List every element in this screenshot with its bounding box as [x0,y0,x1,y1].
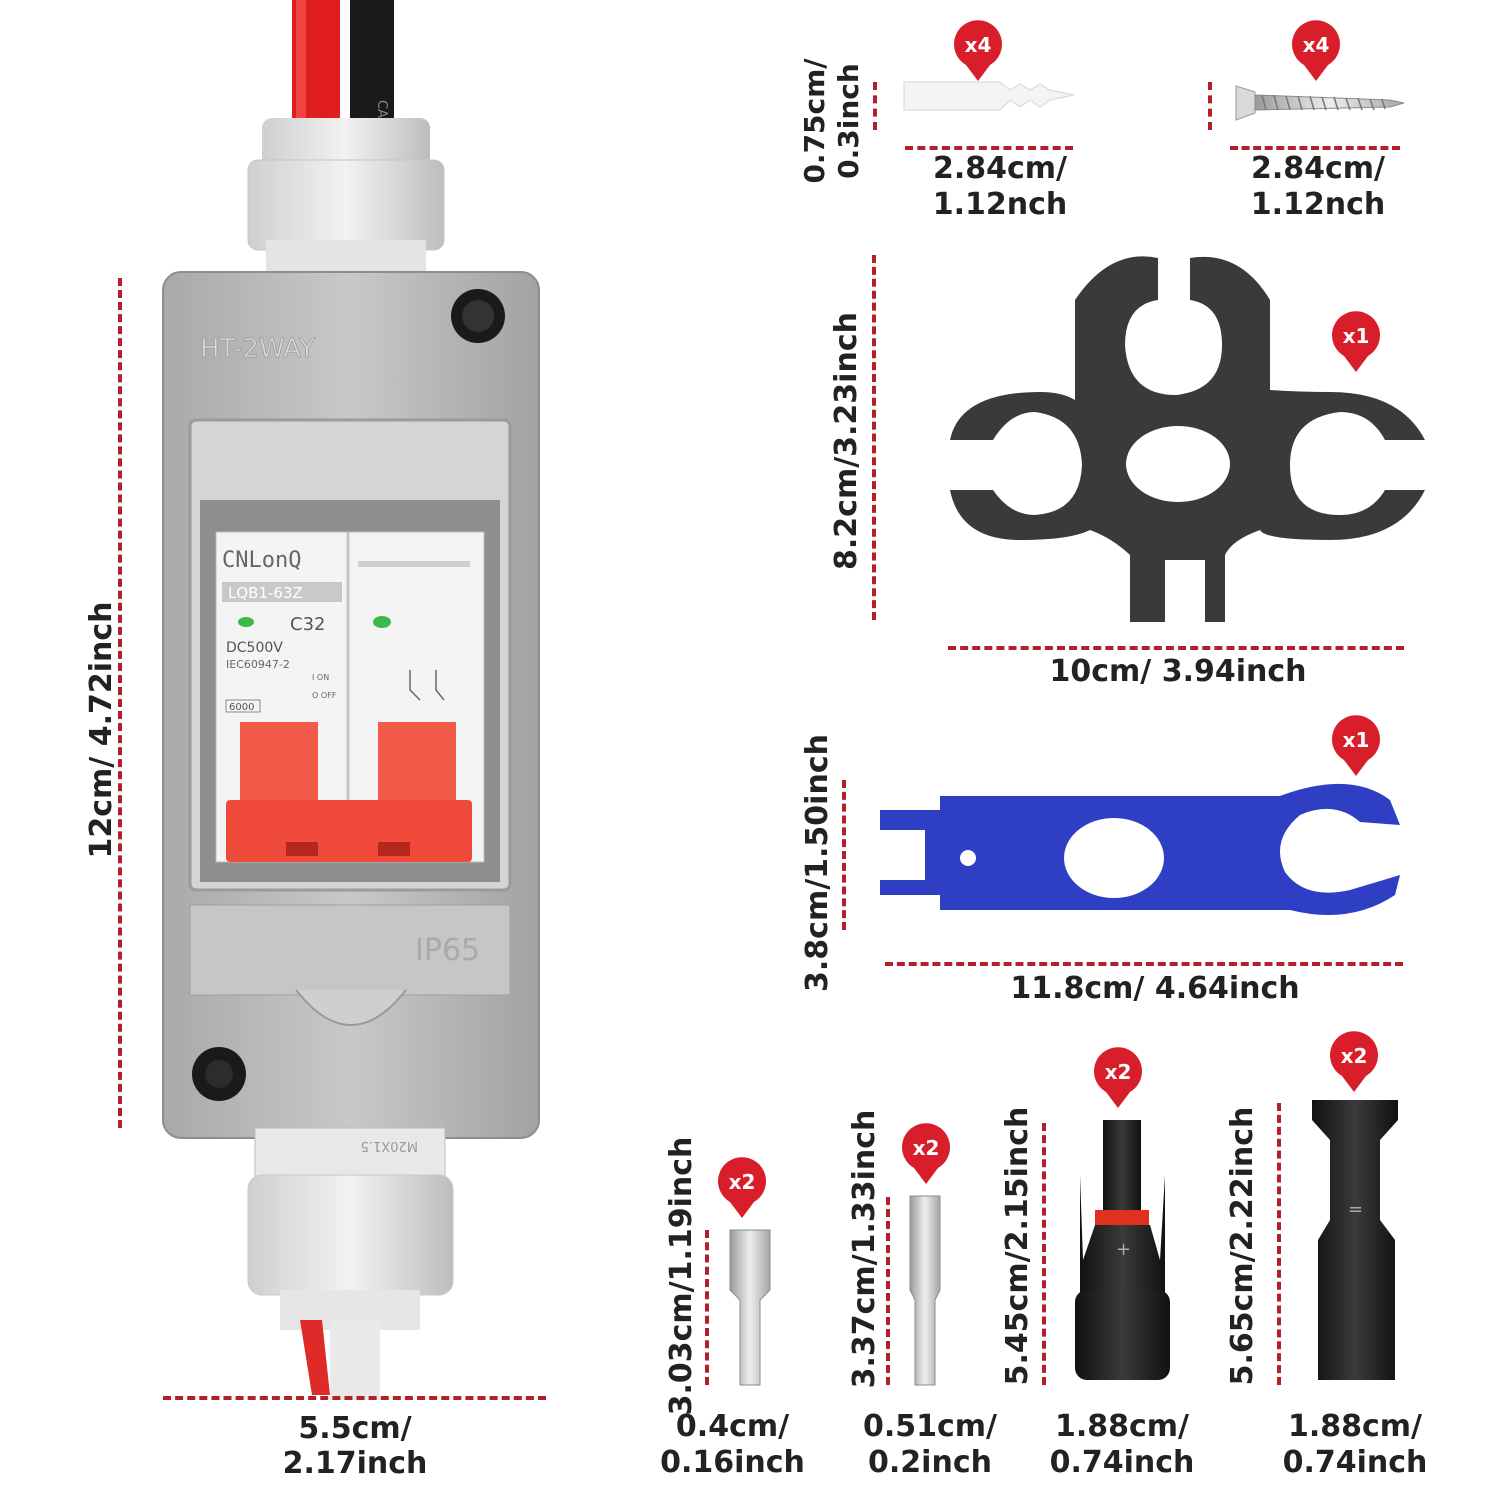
black-spanner [950,256,1425,622]
svg-text:C32: C32 [290,614,325,635]
svg-text:x1: x1 [1343,728,1370,752]
svg-text:O OFF: O OFF [312,691,337,700]
pin-small-width-label-2: 0.16inch [660,1445,805,1480]
black-spanner-height-label: 8.2cm/3.23inch [829,312,864,570]
pin-large-width-label-2: 0.2inch [868,1445,992,1480]
blue-spanner [880,783,1400,915]
box-height-label: 12cm/ 4.72inch [84,601,119,859]
svg-text:x2: x2 [1105,1060,1132,1084]
crimp-pin-small [729,1229,771,1386]
anchor-height-line [873,82,877,130]
blue-spanner-width-label: 11.8cm/ 4.64inch [1010,971,1300,1006]
svg-text:M20X1.5: M20X1.5 [361,1138,418,1153]
pin-large-width-label-1: 0.51cm/ [862,1409,998,1444]
svg-text:x4: x4 [965,33,992,57]
male-height-label: 5.45cm/2.15inch [1000,1106,1035,1386]
box-width-line [163,1396,546,1400]
mc4-connector-male: + [1075,1120,1170,1380]
svg-text:x2: x2 [729,1170,756,1194]
black-spanner-width-line [948,646,1404,650]
box-height-line [118,278,122,1128]
svg-text:I ON: I ON [312,673,329,682]
svg-text:x1: x1 [1343,324,1370,348]
badge-black-spanner: x1 [1332,311,1380,372]
pin-small-height-line [705,1230,709,1385]
male-width-label-1: 1.88cm/ [1054,1409,1190,1444]
svg-text:+: + [1116,1239,1131,1260]
badge-pin-small: x2 [718,1157,766,1218]
pin-large-height-label: 3.37cm/1.33inch [847,1109,882,1389]
svg-text:x2: x2 [1341,1044,1368,1068]
svg-text:=: = [1348,1199,1363,1220]
badge-screw: x4 [1292,20,1340,81]
male-height-line [1042,1123,1046,1385]
badge-connector-female: x2 [1330,1031,1378,1092]
box-width-label-1: 5.5cm/ [298,1411,412,1446]
anchor-height-label: 0.75cm/ 0.3inch [798,58,865,184]
badge-blue-spanner: x1 [1332,715,1380,776]
badge-connector-male: x2 [1094,1047,1142,1108]
anchor-length-label-2: 1.12nch [932,187,1068,222]
male-width-label-2: 0.74inch [1049,1445,1195,1480]
blue-spanner-height-line [842,780,846,930]
svg-text:x4: x4 [1303,33,1330,57]
screw-length-line [1230,146,1400,150]
female-width-label-1: 1.88cm/ [1287,1409,1423,1444]
svg-text:6000: 6000 [229,702,254,713]
screw-length-label-2: 1.12nch [1250,187,1386,222]
pin-small-width-label-1: 0.4cm/ [675,1409,790,1444]
bottom-cable-gland: M20X1.5 [247,1127,454,1400]
svg-text:IEC60947-2: IEC60947-2 [226,658,290,671]
screw-length-label-1: 2.84cm/ [1250,151,1386,186]
female-height-line [1277,1103,1281,1385]
blue-spanner-height-label: 3.8cm/1.50inch [800,734,835,992]
female-height-label: 5.65cm/2.22inch [1225,1106,1260,1386]
crimp-pin-large [909,1195,941,1386]
brand-text: CNLonQ [222,548,301,573]
dc-breaker: CNLonQ LQB1-63Z C32 DC500V IEC60947-2 I … [215,531,485,863]
badge-pin-large: x2 [902,1123,950,1184]
black-spanner-height-line [872,255,876,620]
pin-large-height-line [886,1197,890,1385]
female-width-label-2: 0.74inch [1282,1445,1428,1480]
svg-text:DC500V: DC500V [226,640,283,656]
model-text: HT-2WAY [200,334,315,364]
anchor-length-line [905,146,1073,150]
black-spanner-width-label: 10cm/ 3.94inch [1049,654,1307,689]
svg-text:LQB1-63Z: LQB1-63Z [228,584,303,602]
pin-small-height-label: 3.03cm/1.19inch [664,1136,699,1416]
cables-top: CAB [292,0,394,140]
badge-anchor: x4 [954,20,1002,81]
svg-text:x2: x2 [913,1136,940,1160]
anchor-length-label-1: 2.84cm/ [932,151,1068,186]
screw [1235,85,1405,121]
svg-text:IP65: IP65 [415,933,480,968]
screw-height-line [1208,82,1212,130]
box-width-label-2: 2.17inch [282,1446,428,1481]
wall-anchor [903,81,1075,111]
blue-spanner-width-line [885,962,1403,966]
mc4-connector-female: = [1312,1100,1398,1380]
